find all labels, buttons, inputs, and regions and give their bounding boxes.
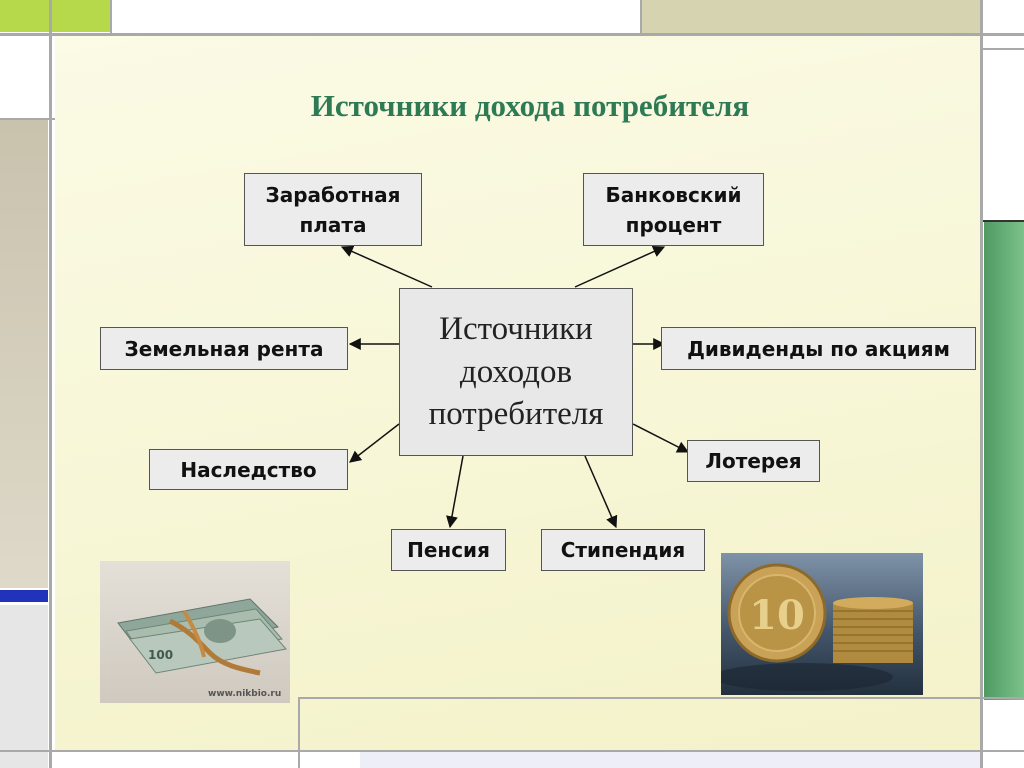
deco-teal-bar-right	[984, 222, 1024, 700]
arrow-to-pension	[446, 455, 464, 529]
node-inheritance: Наследство	[149, 449, 348, 490]
slide-title: Источники дохода потребителя	[310, 88, 750, 123]
deco-blue-bar-left	[0, 590, 48, 602]
arrow-to-wages	[340, 245, 433, 288]
money-photo: 100 www.nikbio.ru	[100, 561, 290, 703]
frame-line	[298, 697, 300, 768]
deco-olive-block-top-right	[640, 0, 980, 34]
arrow-to-lottery	[632, 423, 690, 453]
node-pension: Пенсия	[391, 529, 506, 571]
banknotes-image: 100	[117, 598, 287, 676]
node-wages: Заработная плата	[244, 173, 422, 246]
deco-tan-bar-left	[0, 120, 48, 588]
frame-line	[0, 750, 1024, 752]
node-lottery: Лотерея	[687, 440, 820, 482]
node-bank-interest: Банковский процент	[583, 173, 764, 246]
arrow-to-stipend	[584, 455, 618, 529]
frame-line	[980, 0, 983, 768]
frame-line	[298, 697, 1024, 699]
coin-value: 10	[749, 592, 805, 639]
node-stipend: Стипендия	[541, 529, 705, 571]
deco-gray-bar-bottom-left	[0, 605, 48, 768]
deco-green-block-top-left	[0, 0, 110, 32]
center-node-line2: доходов	[459, 353, 573, 390]
photo-credit: www.nikbio.ru	[208, 689, 282, 699]
frame-line	[0, 33, 1024, 36]
node-land-rent: Земельная рента	[100, 327, 348, 370]
svg-text:100: 100	[148, 648, 173, 662]
frame-line	[983, 220, 1024, 222]
frame-line	[49, 0, 52, 768]
node-dividends: Дивиденды по акциям	[661, 327, 976, 370]
center-node-line1: Источники	[439, 310, 593, 347]
center-node: Источники доходов потребителя	[399, 288, 633, 456]
coins-photo: 10	[721, 553, 923, 695]
arrow-to-bank-interest	[574, 245, 666, 288]
frame-line	[640, 0, 642, 50]
arrow-to-inheritance	[349, 423, 400, 463]
coins-image: 10	[721, 563, 913, 691]
deco-lavender-strip	[360, 752, 980, 768]
center-node-line3: потребителя	[428, 396, 604, 433]
